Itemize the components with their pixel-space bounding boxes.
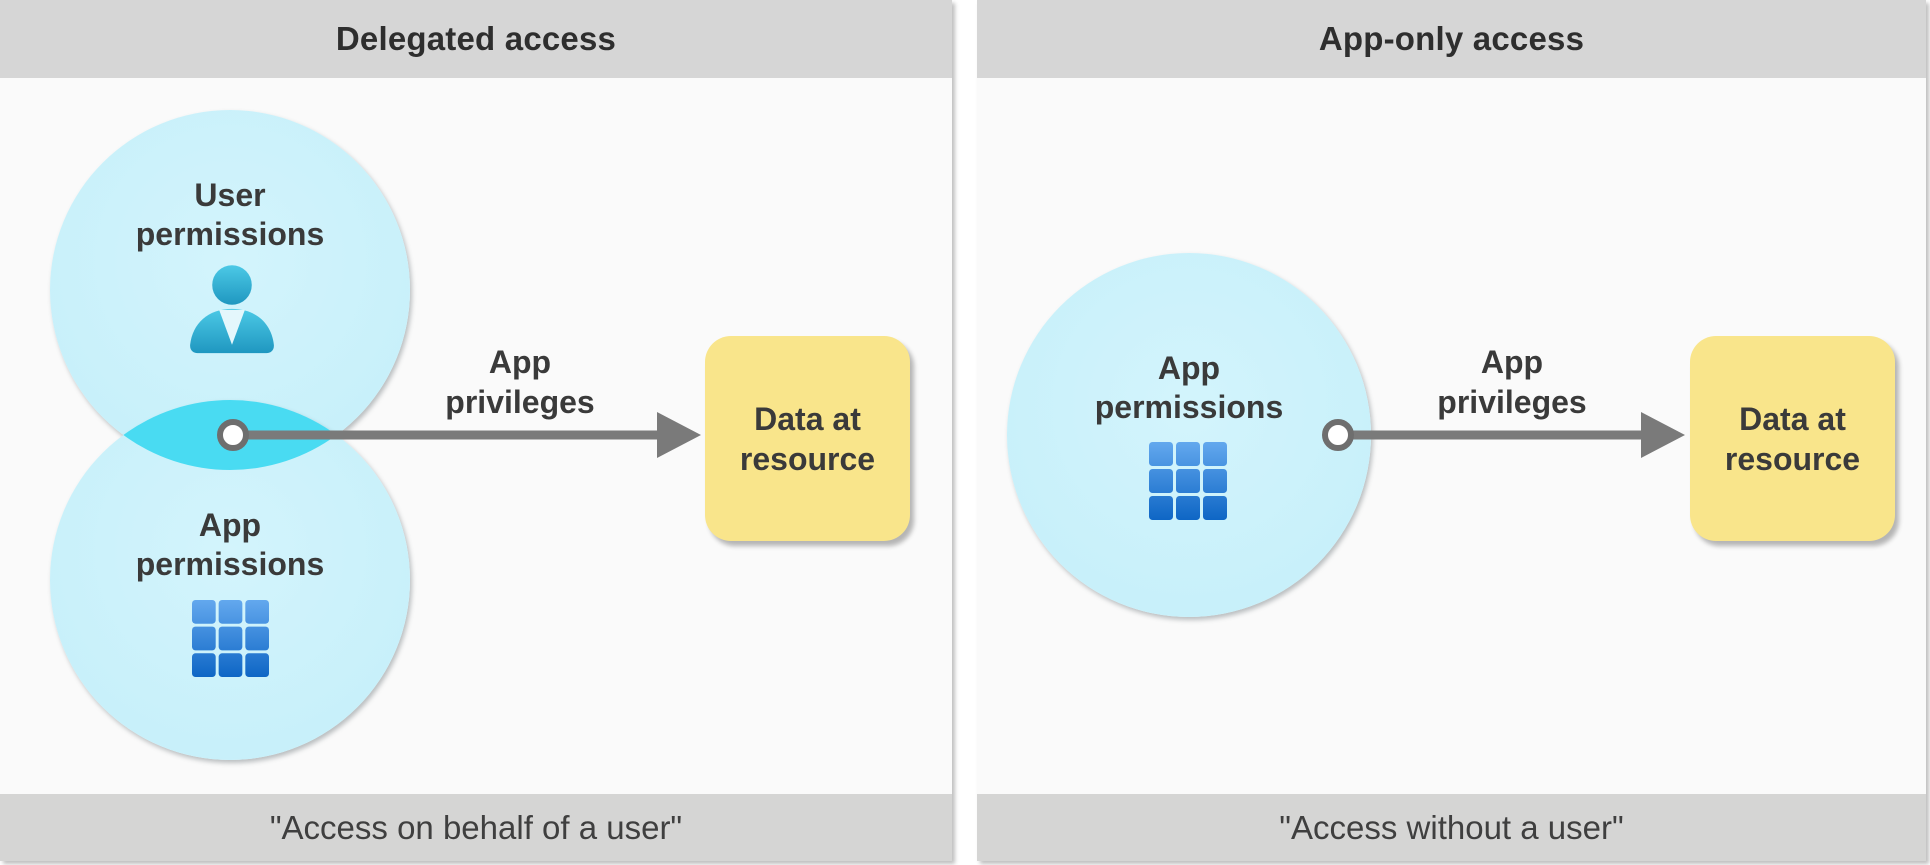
panel-delegated-access: Delegated access User permissions App pe…	[0, 0, 952, 861]
panel-footer: "Access without a user"	[977, 794, 1926, 861]
label-line-2: privileges	[445, 384, 595, 420]
label-line-1: App	[1157, 350, 1221, 386]
data-at-resource-box: Data at resource	[705, 336, 910, 541]
panel-app-only-access: App-only access App permissions App priv…	[977, 0, 1926, 861]
label-line-2: permissions	[135, 216, 325, 252]
label-line-2: resource	[1724, 440, 1861, 477]
data-at-resource-box: Data at resource	[1690, 336, 1895, 541]
label-line-1: App	[1480, 344, 1544, 380]
user-permissions-label: User permissions	[80, 176, 380, 254]
label-line-1: Data at	[1739, 400, 1846, 437]
panel-caption: "Access on behalf of a user"	[269, 808, 683, 846]
label-line-2: privileges	[1437, 384, 1587, 420]
app-grid-icon	[192, 600, 269, 677]
label-line-2: permissions	[135, 546, 325, 582]
app-permissions-circle	[1007, 253, 1371, 617]
label-line-1: App	[198, 507, 262, 543]
label-line-1: User	[194, 177, 266, 213]
app-permissions-label: App permissions	[80, 506, 380, 584]
label-line-1: App	[488, 344, 552, 380]
arrow-head-icon	[657, 412, 701, 458]
panel-title: App-only access	[1318, 20, 1585, 57]
label-line-1: Data at	[754, 400, 861, 437]
panel-header: Delegated access	[0, 0, 952, 78]
label-line-2: permissions	[1094, 389, 1284, 425]
panel-caption: "Access without a user"	[1279, 808, 1624, 846]
app-privileges-label: App privileges	[1387, 342, 1637, 422]
arrow-head-icon	[1641, 412, 1685, 458]
panel-footer: "Access on behalf of a user"	[0, 794, 952, 861]
user-icon	[190, 265, 274, 354]
app-privileges-label: App privileges	[395, 342, 645, 422]
app-permissions-label: App permissions	[1039, 349, 1339, 427]
label-line-2: resource	[739, 440, 876, 477]
panel-header: App-only access	[977, 0, 1926, 78]
app-grid-icon	[1149, 442, 1227, 520]
panel-title: Delegated access	[335, 20, 617, 57]
